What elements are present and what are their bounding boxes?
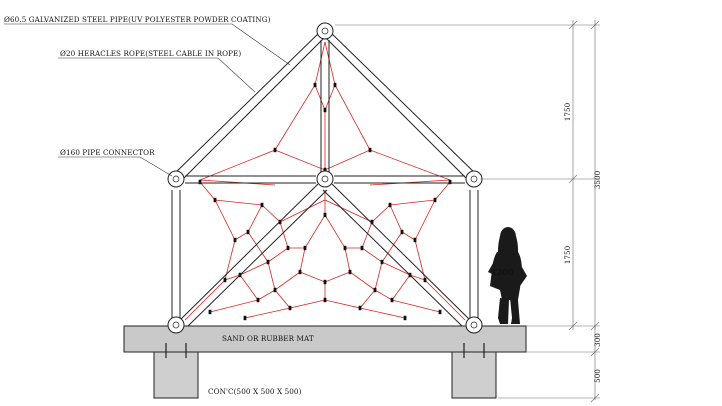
- rope-clamp: [198, 179, 202, 185]
- rope-clamp: [256, 297, 260, 303]
- rope-clamp: [400, 229, 404, 235]
- dim-base-label: 300: [593, 333, 602, 347]
- rope-clamp: [246, 229, 250, 235]
- rope-clamp: [358, 305, 362, 311]
- rope-clamp: [370, 219, 374, 225]
- rope-clamp: [448, 179, 452, 185]
- connector-annotation: Ø160 PIPE CONNECTOR: [60, 148, 155, 157]
- rope-clamp: [298, 269, 302, 275]
- pipe-connector-center: [316, 170, 334, 188]
- pipe-connector-left-foot: [167, 316, 185, 334]
- rope-clamp: [223, 277, 227, 283]
- rope-clamp: [333, 82, 337, 88]
- rope-clamp: [288, 305, 292, 311]
- rope-clamp: [360, 245, 364, 251]
- dimension-lines: [335, 20, 600, 403]
- pipe-annotation: Ø60.5 GALVANIZED STEEL PIPE(UV POLYESTER…: [4, 15, 271, 24]
- rope-clamp: [213, 197, 217, 203]
- footing-right: [451, 343, 497, 399]
- footing-left: [153, 343, 199, 399]
- annotation-leaders: [4, 23, 291, 177]
- rope-annotation: Ø20 HERACLES ROPE(STEEL CABLE IN ROPE): [60, 49, 241, 58]
- rope-clamp: [423, 277, 427, 283]
- dim-footing-label: 500: [593, 369, 602, 383]
- rope-clamp: [323, 167, 327, 173]
- rope-clamp: [323, 212, 327, 218]
- rope-clamp: [348, 269, 352, 275]
- footing-annotation: CON'C(500 X 500 X 500): [208, 387, 302, 396]
- base-mat: [123, 325, 527, 353]
- pipe-connector-right-mid: [465, 170, 483, 188]
- rope-clamp: [323, 279, 327, 285]
- pipe-connector-right-foot: [465, 316, 483, 334]
- base-annotation: SAND OR RUBBER MAT: [222, 334, 314, 343]
- rope-clamp: [438, 309, 442, 315]
- rope-clamp: [260, 202, 264, 208]
- rope-clamp: [413, 237, 417, 243]
- rope-clamp: [343, 245, 347, 251]
- rope-clamp: [273, 287, 277, 293]
- dim-upper-label: 1750: [563, 102, 572, 121]
- rope-clamp: [403, 315, 407, 321]
- rope-clamp: [368, 147, 372, 153]
- rope-clamp: [373, 287, 377, 293]
- pipe-connector-apex: [316, 22, 334, 40]
- rope-clamp: [208, 309, 212, 315]
- rope-clamp: [313, 82, 317, 88]
- figure-height-label: 1200: [491, 267, 514, 277]
- rope-clamp: [380, 259, 384, 265]
- rope-clamp: [390, 297, 394, 303]
- human-scale-figure: [488, 227, 527, 324]
- dim-total-label: 3500: [593, 170, 602, 189]
- rope-clamp: [303, 245, 307, 251]
- rope-clamp: [266, 259, 270, 265]
- rope-clamp: [286, 245, 290, 251]
- pipe-frame: [171, 29, 479, 327]
- rope-clamp: [243, 315, 247, 321]
- pipe-connector-left-mid: [167, 170, 185, 188]
- rope-clamp: [233, 237, 237, 243]
- rope-clamp: [433, 197, 437, 203]
- dim-lower-label: 1750: [563, 245, 572, 264]
- rope-clamp: [273, 147, 277, 153]
- rope-clamp: [323, 107, 327, 113]
- rope-clamp: [323, 297, 327, 303]
- rope-clamp: [388, 202, 392, 208]
